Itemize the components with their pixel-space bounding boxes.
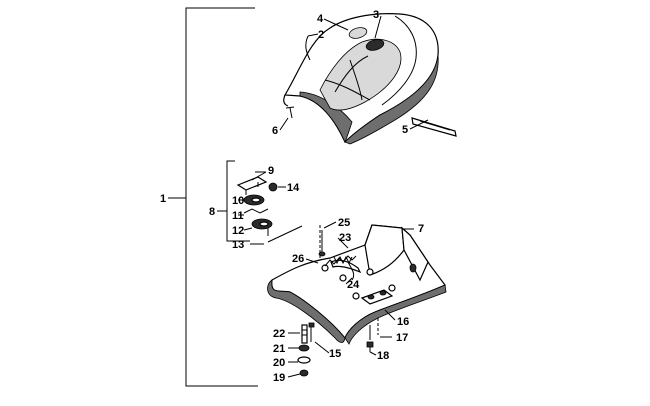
callout-12: 12 xyxy=(232,225,244,237)
screw-6 xyxy=(285,106,295,119)
callout-8: 8 xyxy=(209,206,215,218)
callout-18: 18 xyxy=(377,350,389,362)
seat-cushion xyxy=(283,13,439,145)
strap-5 xyxy=(411,117,457,137)
callout-1: 1 xyxy=(160,193,166,205)
callout-13: 13 xyxy=(232,239,244,251)
callout-14: 14 xyxy=(287,182,300,194)
callout-25: 25 xyxy=(338,217,350,229)
callout-15: 15 xyxy=(329,348,341,360)
callout-7: 7 xyxy=(418,223,424,235)
callout-17: 17 xyxy=(396,332,408,344)
latch-hardware xyxy=(236,176,278,236)
callout-9: 9 xyxy=(268,165,274,177)
bracket-8 xyxy=(217,160,250,242)
callout-6: 6 xyxy=(272,125,278,137)
bolt-15 xyxy=(308,322,315,342)
callout-labels: 1 2 3 4 5 6 7 8 9 10 11 12 13 14 15 16 1… xyxy=(160,9,424,384)
callout-10: 10 xyxy=(232,195,244,207)
callout-24: 24 xyxy=(347,279,360,291)
callout-20: 20 xyxy=(273,357,285,369)
callout-22: 22 xyxy=(273,328,285,340)
callout-11: 11 xyxy=(232,210,244,222)
bracket-1 xyxy=(168,7,258,387)
callout-3: 3 xyxy=(373,9,379,21)
callout-16: 16 xyxy=(397,316,409,328)
bolt-17 xyxy=(369,318,379,340)
bolt-stack xyxy=(297,324,311,377)
screw-18 xyxy=(366,341,374,352)
callout-5: 5 xyxy=(402,124,408,136)
leaders xyxy=(238,15,429,378)
callout-2: 2 xyxy=(318,29,324,41)
callout-23: 23 xyxy=(339,232,351,244)
callout-19: 19 xyxy=(273,372,285,384)
callout-21: 21 xyxy=(273,343,285,355)
callout-4: 4 xyxy=(317,13,324,25)
seat-base xyxy=(267,224,447,345)
pin-25 xyxy=(318,230,326,257)
clip-24 xyxy=(347,261,355,281)
callout-26: 26 xyxy=(292,253,304,265)
